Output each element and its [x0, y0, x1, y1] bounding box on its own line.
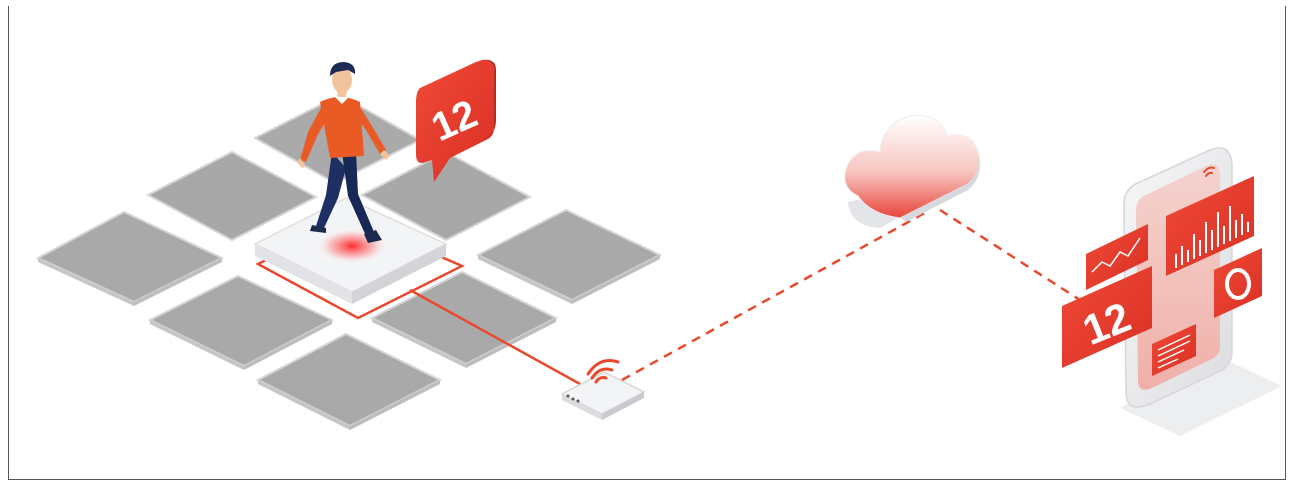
- smartphone: 12: [1062, 148, 1282, 436]
- floor-tile: [372, 272, 556, 364]
- gateway-router: [562, 361, 644, 421]
- cloud-icon: [845, 115, 980, 228]
- floor-tile: [478, 210, 660, 300]
- data-link-cloud-phone: [940, 210, 1080, 300]
- data-link-gateway-cloud: [622, 210, 930, 380]
- floor-tile: [38, 212, 222, 302]
